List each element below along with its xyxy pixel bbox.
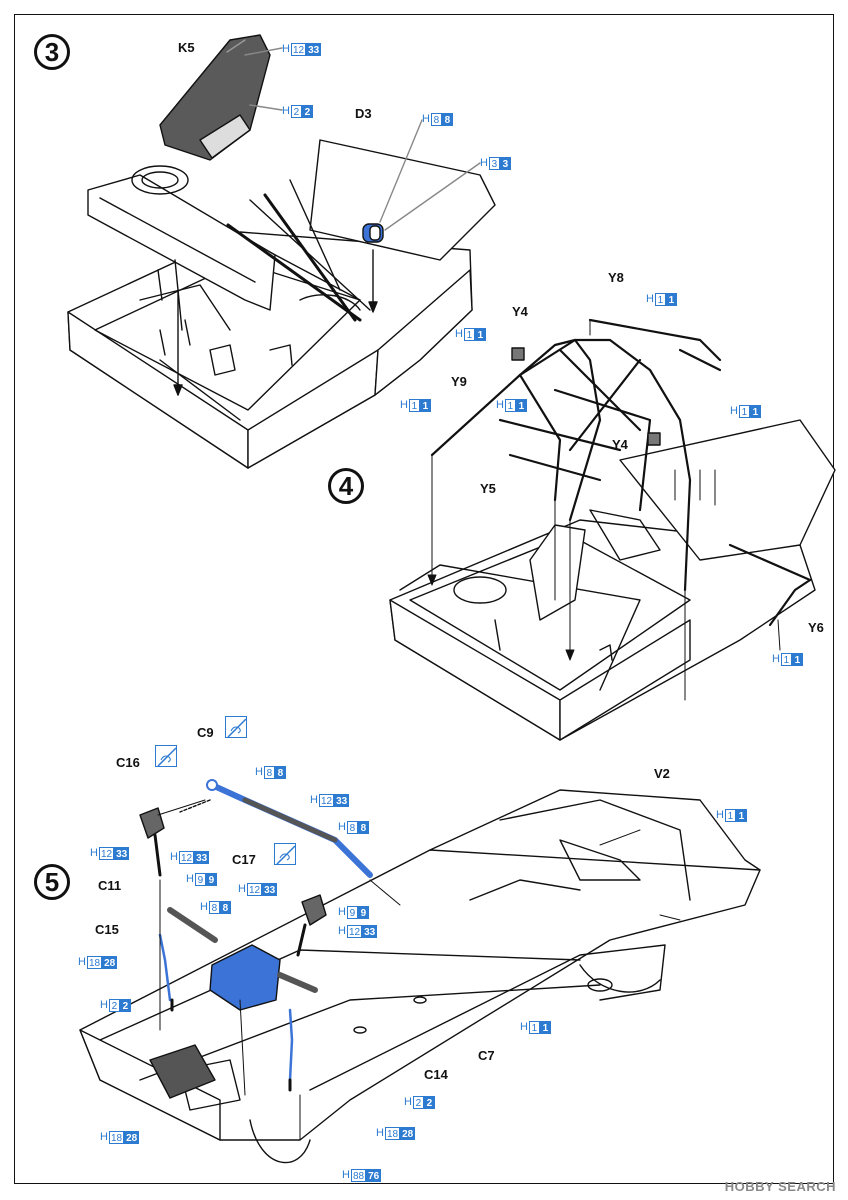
roll-cage [430,318,812,627]
instruction-page-frame [14,14,834,1184]
no-paint-icon-c9 [225,716,247,738]
part-label-y5: Y5 [480,481,496,496]
c17-lever [296,894,327,957]
part-label-y4-upper: Y4 [512,304,528,319]
y4-bracket-b [647,432,661,446]
part-label-y4-lower: Y4 [612,437,628,452]
k5-seat [159,34,271,161]
part-label-c14: C14 [424,1067,448,1082]
no-paint-icon-c17 [274,843,296,865]
part-label-y8: Y8 [608,270,624,285]
watermark: HOBBY SEARCH [724,1179,836,1194]
part-label-c17: C17 [232,852,256,867]
part-label-k5: K5 [178,40,195,55]
part-label-c7: C7 [478,1048,495,1063]
step4-chassis [389,419,836,741]
step3-chassis [67,139,496,469]
part-label-c11: C11 [98,878,122,893]
part-label-v2: V2 [654,766,670,781]
c-gearbox-assembly [167,907,318,1011]
no-paint-icon-c16 [155,745,177,767]
step-number-5: 5 [34,864,70,900]
d3-part [362,223,384,243]
y4-bracket-a [511,347,525,361]
part-label-c9: C9 [197,725,214,740]
part-label-c16: C16 [116,755,140,770]
part-label-y9: Y9 [451,374,467,389]
part-label-c15: C15 [95,922,119,937]
step-number-4: 4 [328,468,364,504]
c16-lever [139,807,165,877]
part-label-d3: D3 [355,106,372,121]
part-label-y6: Y6 [808,620,824,635]
c9-stabilizer [206,779,373,878]
step-number-3: 3 [34,34,70,70]
step5-floor [79,789,761,1164]
fuel-tank [149,1044,216,1099]
step4-guides [427,319,781,701]
